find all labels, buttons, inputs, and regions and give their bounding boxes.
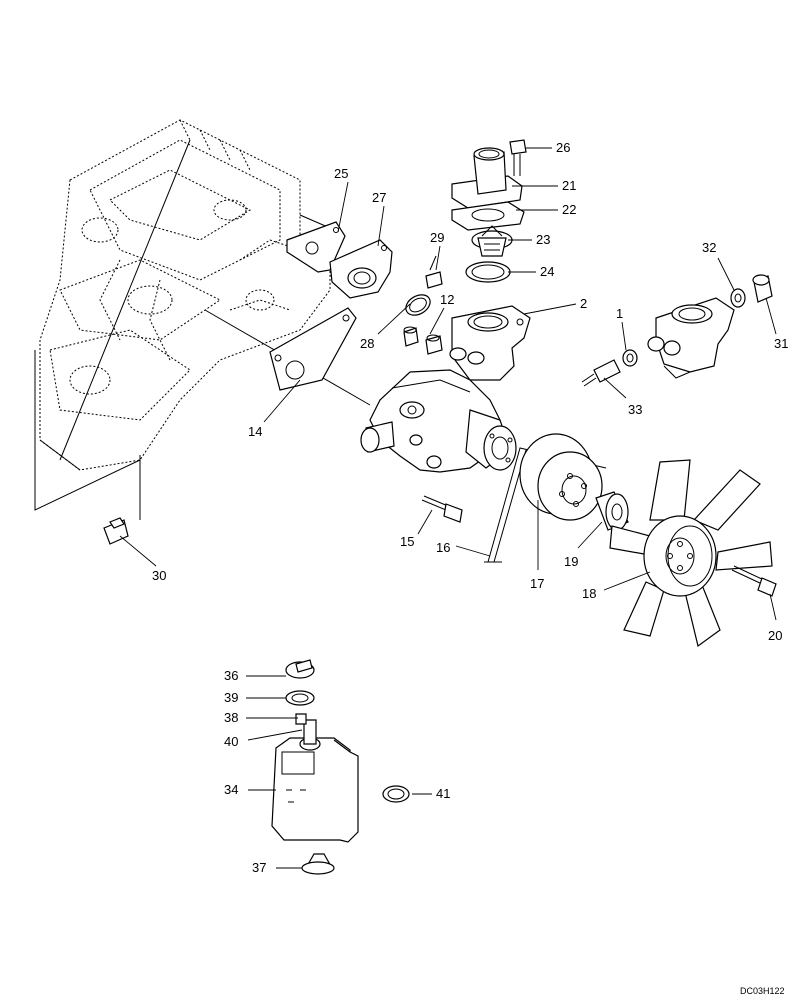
part-26-bolt xyxy=(509,139,527,176)
part-15-bolt xyxy=(421,495,463,523)
callout-21: 21 xyxy=(562,178,576,193)
callout-29: 29 xyxy=(430,230,444,245)
part-31-plug xyxy=(752,274,773,303)
part-12-plugs xyxy=(403,326,443,355)
part-housing-right xyxy=(647,297,735,379)
callout-16: 16 xyxy=(436,540,450,555)
engine-block-outline xyxy=(34,119,371,520)
callout-26: 26 xyxy=(556,140,570,155)
part-38-pipe xyxy=(295,713,307,725)
callout-25: 25 xyxy=(334,166,348,181)
callout-28: 28 xyxy=(360,336,374,351)
callout-32: 32 xyxy=(702,240,716,255)
callout-36: 36 xyxy=(224,668,238,683)
part-21-thermostat-cover xyxy=(451,147,523,209)
callout-20: 20 xyxy=(768,628,782,643)
callout-17: 17 xyxy=(530,576,544,591)
callout-41: 41 xyxy=(436,786,450,801)
callout-14: 14 xyxy=(248,424,262,439)
part-28-o-ring xyxy=(405,294,431,316)
callout-30: 30 xyxy=(152,568,166,583)
water-pump xyxy=(360,369,517,473)
callout-40: 40 xyxy=(224,734,238,749)
callout-labels: 25 27 29 28 12 26 21 22 23 24 2 1 33 32 … xyxy=(152,140,788,875)
part-32-washer xyxy=(730,288,746,308)
part-23-thermostat xyxy=(471,225,513,257)
part-34-reservoir-tank xyxy=(271,719,359,843)
part-18-fan xyxy=(609,459,773,648)
part-25-gasket xyxy=(286,221,346,273)
part-37-bottom-cap xyxy=(301,853,335,875)
callout-31: 31 xyxy=(774,336,788,351)
callout-23: 23 xyxy=(536,232,550,247)
part-33-sensor xyxy=(581,359,621,387)
part-36-cap xyxy=(285,659,315,679)
part-1-o-ring xyxy=(622,349,638,367)
callout-12: 12 xyxy=(440,292,454,307)
part-41-ring xyxy=(382,785,410,803)
callout-27: 27 xyxy=(372,190,386,205)
callout-39: 39 xyxy=(224,690,238,705)
part-20-bolt xyxy=(731,565,777,597)
callout-2: 2 xyxy=(580,296,587,311)
callout-34: 34 xyxy=(224,782,238,797)
callout-37: 37 xyxy=(252,860,266,875)
part-22-gasket xyxy=(451,201,525,231)
callout-18: 18 xyxy=(582,586,596,601)
part-2-thermostat-housing xyxy=(449,305,531,381)
callout-1: 1 xyxy=(616,306,623,321)
callout-24: 24 xyxy=(540,264,554,279)
part-17-pulley xyxy=(519,433,603,521)
callout-19: 19 xyxy=(564,554,578,569)
part-39-washer xyxy=(285,690,315,706)
part-24-gasket-ring xyxy=(465,261,511,283)
part-14-gasket xyxy=(269,307,357,391)
callout-15: 15 xyxy=(400,534,414,549)
callout-33: 33 xyxy=(628,402,642,417)
leader-lines xyxy=(119,147,777,869)
part-27-outlet-housing xyxy=(329,239,393,299)
callout-38: 38 xyxy=(224,710,238,725)
part-19-spacer xyxy=(595,491,629,531)
drawing-code: DC03H122 xyxy=(740,986,785,996)
part-29-bolt xyxy=(425,255,443,289)
callout-22: 22 xyxy=(562,202,576,217)
